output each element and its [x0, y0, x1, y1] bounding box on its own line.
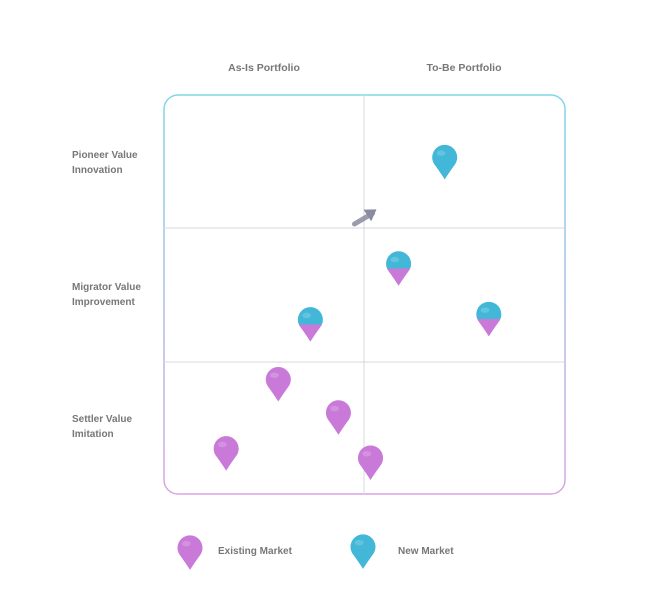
legend-new-pin — [350, 534, 376, 569]
migration-arrow-head — [363, 209, 377, 222]
row-label-pioneer: Pioneer Value Innovation — [72, 148, 162, 178]
row-label-pioneer-line2: Innovation — [72, 165, 123, 176]
market-pin-existing — [358, 445, 384, 480]
row-label-migrator-line2: Improvement — [72, 297, 135, 308]
market-pin-existing — [325, 400, 351, 435]
legend-new-label: New Market — [398, 546, 454, 557]
row-label-settler-line1: Settler Value — [72, 414, 133, 425]
market-pin-mixed — [297, 307, 323, 342]
legend-existing-pin — [177, 535, 203, 570]
legend-existing-label: Existing Market — [218, 546, 292, 557]
market-pin-existing — [213, 436, 239, 471]
row-label-settler: Settler Value Imitation — [72, 412, 162, 442]
column-label-to-be: To-Be Portfolio — [426, 62, 502, 74]
column-label-as-is: As-Is Portfolio — [228, 62, 300, 74]
market-pin-mixed — [476, 301, 502, 337]
row-label-settler-line2: Imitation — [72, 429, 114, 440]
row-label-pioneer-line1: Pioneer Value — [72, 150, 138, 161]
market-pin-existing — [265, 366, 291, 402]
market-pin-new — [432, 144, 458, 180]
row-label-migrator: Migrator Value Improvement — [72, 280, 162, 310]
market-pin-mixed — [386, 251, 412, 286]
row-label-migrator-line1: Migrator Value — [72, 282, 141, 293]
